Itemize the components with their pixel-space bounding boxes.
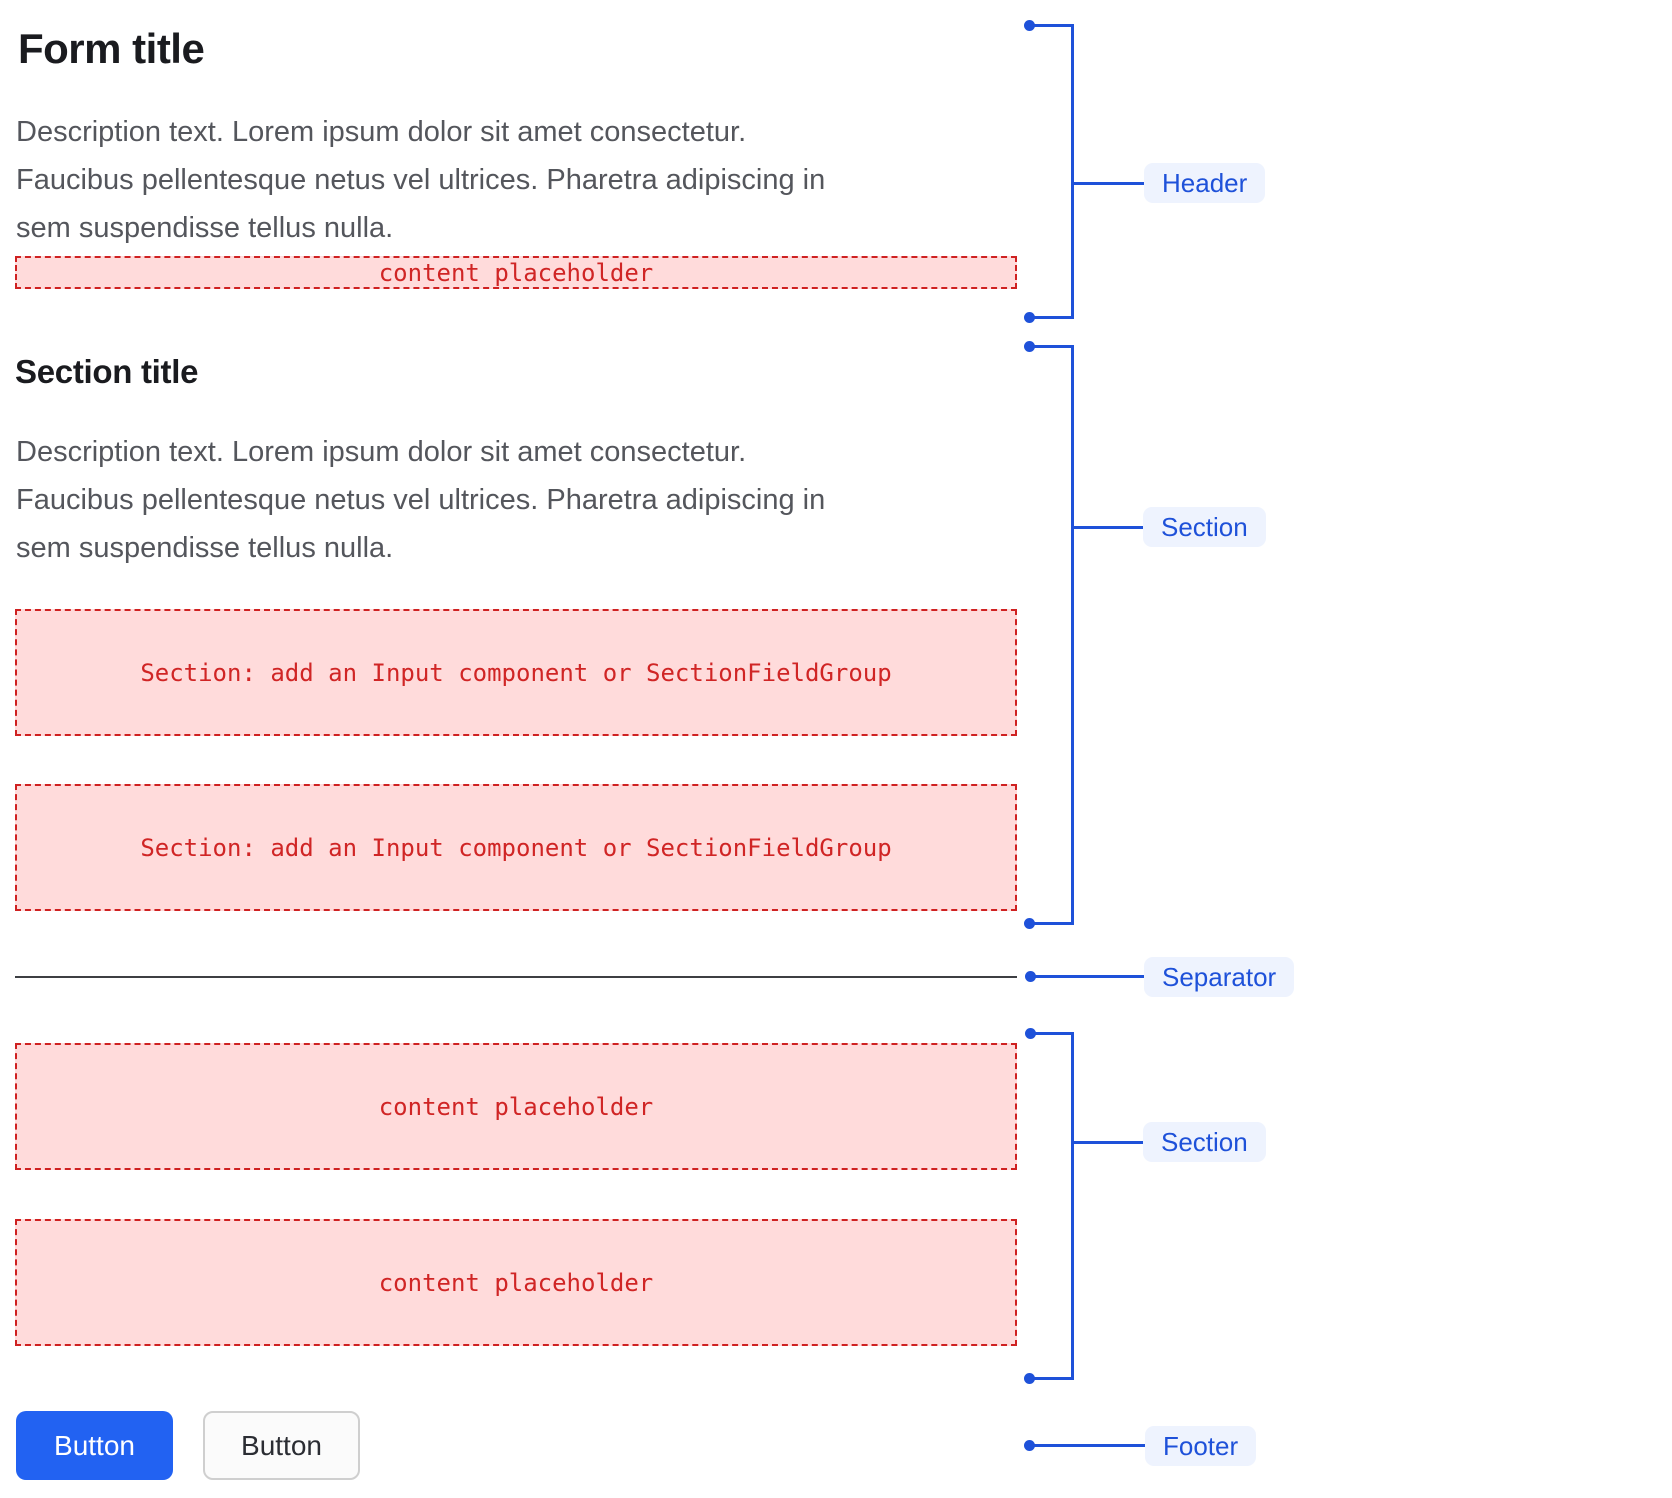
section-input-placeholder-box: Section: add an Input component or Secti…	[15, 609, 1017, 736]
bracket-line	[1030, 24, 1074, 27]
label-connector-line	[1074, 1141, 1143, 1144]
section-input-placeholder-box: Section: add an Input component or Secti…	[15, 784, 1017, 911]
section-description-line: Description text. Lorem ipsum dolor sit …	[16, 436, 747, 468]
bracket-dot	[1024, 341, 1035, 352]
bracket-dot	[1024, 20, 1035, 31]
bracket-line	[1030, 1377, 1074, 1380]
placeholder-text: content placeholder	[378, 1268, 654, 1297]
form-description-line: Faucibus pellentesque netus vel ultrices…	[16, 164, 826, 196]
placeholder-text: content placeholder	[378, 258, 654, 287]
form-description-line: Description text. Lorem ipsum dolor sit …	[16, 116, 747, 148]
bracket-dot	[1024, 312, 1035, 323]
bracket-line	[1071, 24, 1074, 319]
bracket-dot	[1025, 1028, 1036, 1039]
section-description-line: sem suspendisse tellus nulla.	[16, 532, 394, 564]
connector-dot	[1025, 971, 1036, 982]
connector-dot	[1024, 1440, 1035, 1451]
bracket-line	[1030, 922, 1074, 925]
label-connector-line	[1031, 975, 1144, 978]
bracket-dot	[1024, 1373, 1035, 1384]
label-connector-line	[1074, 182, 1144, 185]
placeholder-text: Section: add an Input component or Secti…	[140, 658, 892, 687]
bracket-line	[1071, 345, 1074, 925]
section-annotation-label: Section	[1143, 1122, 1266, 1162]
section-annotation-label: Section	[1143, 507, 1266, 547]
bracket-line	[1071, 1032, 1074, 1380]
form-description-line: sem suspendisse tellus nulla.	[16, 212, 394, 244]
label-connector-line	[1074, 526, 1144, 529]
section-title: Section title	[15, 353, 199, 390]
section-description-line: Faucibus pellentesque netus vel ultrices…	[16, 484, 826, 516]
bracket-line	[1031, 1032, 1074, 1035]
form-title: Form title	[18, 25, 205, 72]
bracket-line	[1030, 345, 1074, 348]
section-content-placeholder-box: content placeholder	[15, 1043, 1017, 1170]
secondary-button[interactable]: Button	[203, 1411, 360, 1480]
separator-annotation-label: Separator	[1144, 957, 1295, 997]
placeholder-text: Section: add an Input component or Secti…	[140, 833, 892, 862]
bracket-line	[1030, 316, 1074, 319]
section-description: Description text. Lorem ipsum dolor sit …	[16, 428, 825, 572]
footer-annotation-label: Footer	[1145, 1426, 1257, 1466]
primary-button[interactable]: Button	[16, 1411, 173, 1480]
separator-rule	[15, 976, 1017, 978]
bracket-dot	[1024, 918, 1035, 929]
section-content-placeholder-box: content placeholder	[15, 1219, 1017, 1346]
header-content-placeholder-box: content placeholder	[15, 256, 1017, 289]
header-annotation-label: Header	[1144, 163, 1266, 203]
form-description: Description text. Lorem ipsum dolor sit …	[16, 108, 825, 252]
placeholder-text: content placeholder	[378, 1092, 654, 1121]
label-connector-line	[1030, 1444, 1145, 1447]
